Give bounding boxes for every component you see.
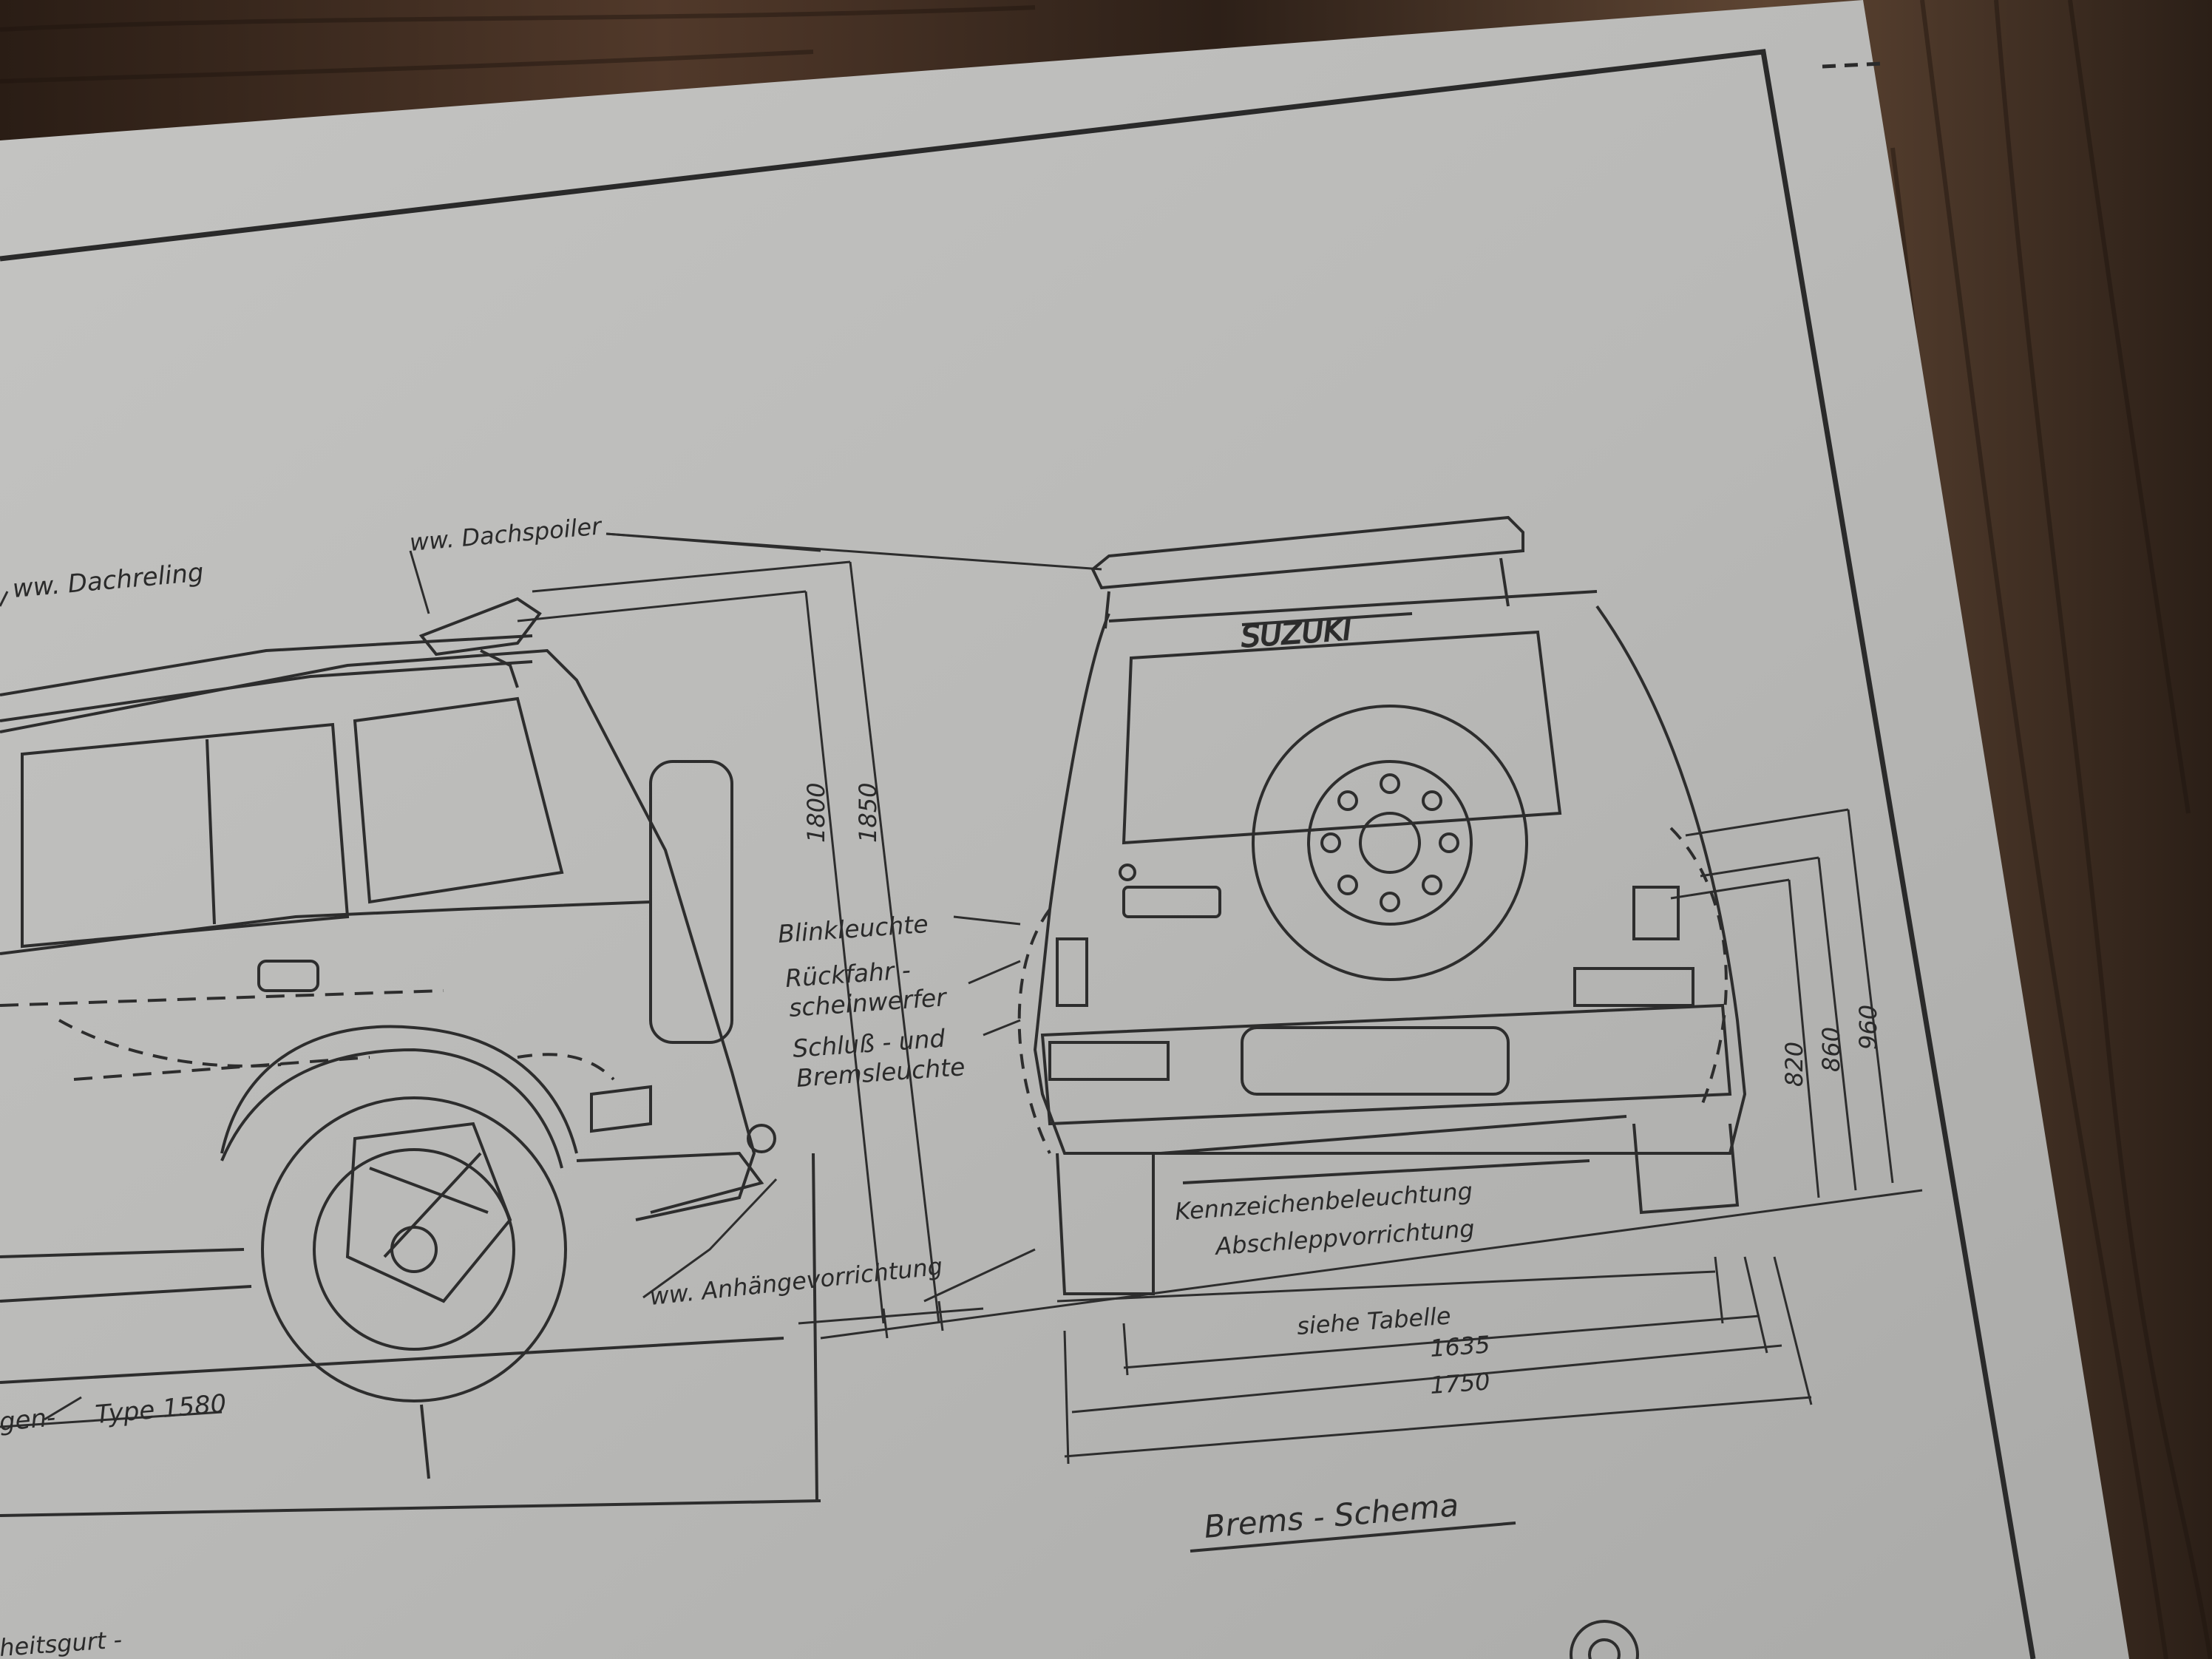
dim-1800: 1800	[802, 783, 830, 843]
label-emblem: SUZUKI	[1240, 613, 1352, 654]
paper-sheet	[0, 0, 2129, 1659]
dim-960: 960	[1854, 1005, 1882, 1050]
dim-860: 860	[1817, 1027, 1845, 1072]
label-gen: gen-	[0, 1402, 57, 1437]
leader-lines	[0, 532, 1102, 1421]
rear-dimensions	[820, 808, 1923, 1465]
title-underline	[1190, 1521, 1516, 1553]
dim-1750: 1750	[1429, 1367, 1491, 1400]
side-view-drawing	[0, 597, 821, 1517]
spare-tire-bolts	[1320, 773, 1459, 912]
corner-symbol	[1570, 1620, 1639, 1659]
dim-1850: 1850	[854, 783, 882, 843]
drawing-border	[0, 49, 2036, 1659]
border-tick	[1822, 61, 1882, 69]
dim-1635: 1635	[1429, 1330, 1491, 1363]
rear-view-drawing	[1017, 515, 1747, 1295]
side-height-dimensions	[517, 560, 984, 1339]
dim-820: 820	[1780, 1042, 1808, 1087]
